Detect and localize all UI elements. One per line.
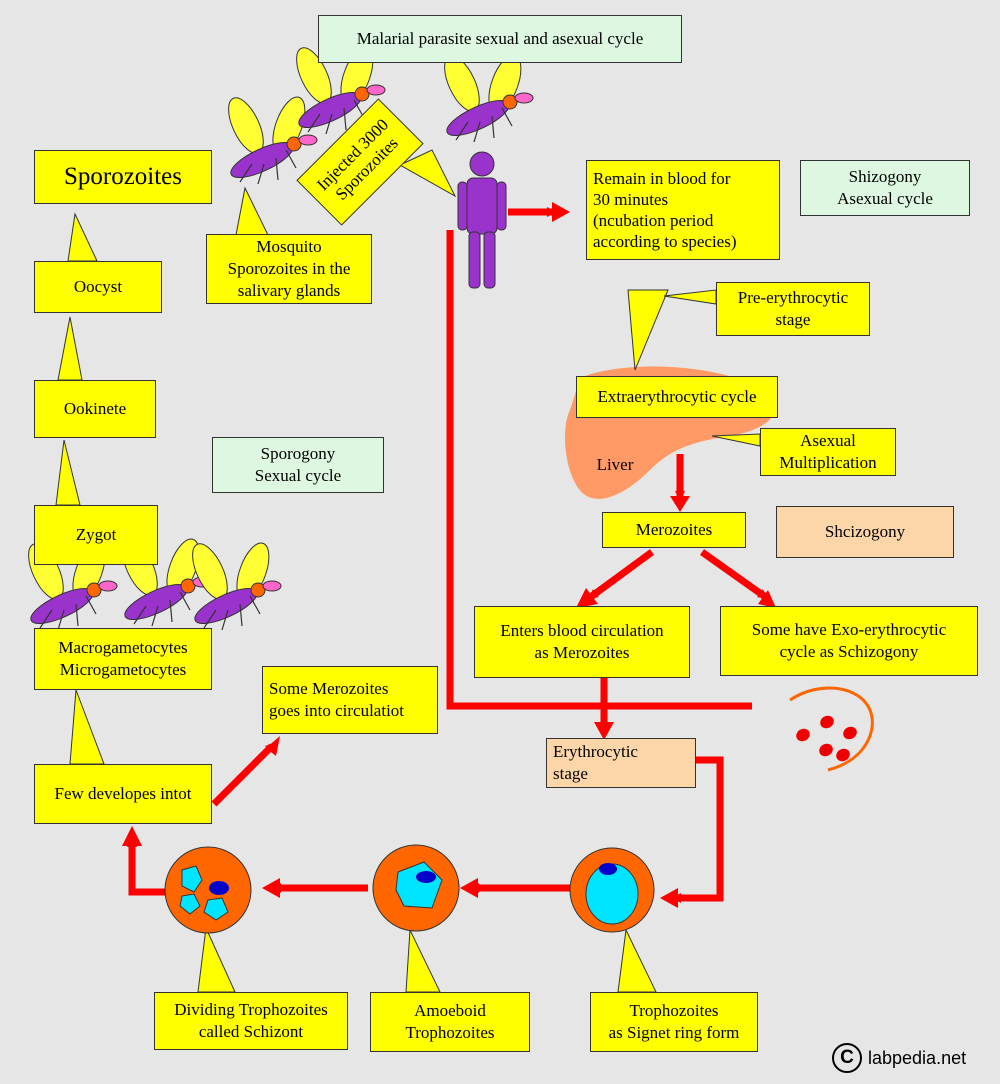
amoeboid-trophozoites-box: Amoeboid Trophozoites (370, 992, 530, 1052)
some-merozoites-box: Some Merozoites goes into circulatiot (262, 666, 438, 734)
remain-blood-box: Remain in blood for 30 minutes (ncubatio… (586, 160, 780, 260)
extraerythrocytic-box: Extraerythrocytic cycle (576, 376, 778, 418)
dividing-schizont-cell (164, 846, 252, 934)
dividing-pointer (197, 926, 236, 993)
mosquito-callout-pointer (235, 186, 269, 236)
sporogony-label: Sporogony Sexual cycle (212, 437, 384, 493)
mosquito-icon-3 (436, 50, 534, 143)
red-blood-cell-icon (789, 686, 874, 772)
human-figure-icon (457, 151, 507, 289)
copyright-icon: C (832, 1043, 862, 1073)
shcizogony-label: Shcizogony (776, 506, 954, 558)
arrow-to-few-develops (127, 837, 166, 896)
ookinete-box: Ookinete (34, 380, 156, 438)
oocyst-box: Oocyst (34, 261, 162, 313)
pre-erythrocytic-box: Pre-erythrocytic stage (716, 282, 870, 336)
injected-callout-pointer (398, 149, 457, 198)
mosquito-sporozoites-box: Mosquito Sporozoites in the salivary gla… (206, 234, 372, 304)
merozoites-box: Merozoites (602, 512, 746, 548)
circulation-path (446, 230, 752, 710)
mosquito-icon-1 (220, 92, 318, 185)
few-develops-pointer (69, 689, 105, 765)
site-name: labpedia.net (868, 1047, 967, 1068)
arrow-to-enters-blood (587, 549, 655, 599)
zygot-pointer (55, 439, 81, 506)
site-footer: C labpedia.net (832, 1040, 992, 1076)
erythrocytic-stage-box: Erythrocytic stage (546, 738, 696, 788)
diagram-title: Malarial parasite sexual and asexual cyc… (318, 15, 682, 63)
zygot-box: Zygot (34, 505, 158, 565)
amoeboid-pointer (405, 928, 441, 993)
arrow-to-some-merozoites (211, 742, 276, 807)
few-develops-box: Few developes intot (34, 764, 212, 824)
amoeboid-cell (372, 844, 460, 932)
pre-erythrocytic-pointer (663, 289, 717, 305)
some-have-exo-box: Some have Exo-erythrocytic cycle as Schi… (720, 606, 978, 676)
liver-label: Liver (596, 455, 634, 474)
sporozoites-box: Sporozoites (34, 150, 212, 204)
shizogony-label: Shizogony Asexual cycle (800, 160, 970, 216)
arrow-to-signet (671, 756, 724, 903)
oocyst-pointer (67, 212, 98, 262)
gametocytes-box: Macrogametocytes Microgametocytes (34, 628, 212, 690)
signet-ring-cell (569, 847, 655, 933)
asexual-multiplication-box: Asexual Multiplication (760, 428, 896, 476)
arrow-to-exo (699, 549, 769, 599)
enters-blood-box: Enters blood circulation as Merozoites (474, 606, 690, 678)
dividing-trophozoites-box: Dividing Trophozoites called Schizont (154, 992, 348, 1050)
ookinete-pointer (57, 316, 83, 381)
asexual-multiplication-pointer (711, 433, 761, 447)
signet-pointer (617, 928, 657, 993)
remain-blood-pointer (627, 289, 669, 371)
trophozoites-signet-box: Trophozoites as Signet ring form (590, 992, 758, 1052)
